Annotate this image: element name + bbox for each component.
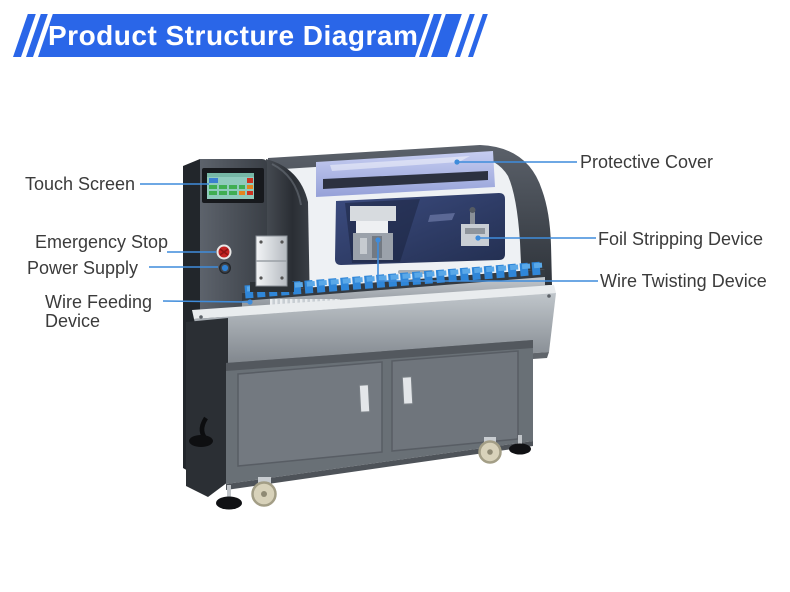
caster-wheel bbox=[251, 477, 277, 507]
label-power-supply: Power Supply bbox=[27, 258, 139, 278]
leveling-foot bbox=[216, 496, 242, 510]
caster-wheel bbox=[478, 437, 502, 464]
label-wire-twisting: Wire Twisting Device bbox=[600, 271, 767, 291]
foil-stripping-device-part bbox=[461, 207, 489, 246]
label-protective-cover: Protective Cover bbox=[580, 152, 714, 172]
wire-twisting-device-part bbox=[350, 206, 396, 260]
inner-mechanism-window bbox=[335, 193, 505, 265]
cabinet bbox=[226, 340, 533, 490]
cabinet-door-left[interactable] bbox=[237, 361, 383, 467]
door-handle[interactable] bbox=[358, 376, 414, 413]
label-wire-feeding: Wire Feeding Device bbox=[45, 292, 153, 331]
casters-and-feet bbox=[216, 435, 531, 510]
page-title: Product Structure Diagram bbox=[48, 20, 419, 51]
wire-feeding-device-part bbox=[250, 235, 294, 292]
leader-lines bbox=[140, 159, 598, 305]
touch-screen-part bbox=[202, 168, 264, 203]
leader-wire-feeding bbox=[162, 300, 251, 303]
protective-cover-window bbox=[316, 151, 495, 197]
leveling-foot bbox=[509, 443, 531, 455]
label-foil-stripping: Foil Stripping Device bbox=[598, 229, 764, 249]
label-touch-screen: Touch Screen bbox=[25, 174, 136, 194]
emergency-stop-button[interactable] bbox=[216, 244, 232, 260]
left-base-column bbox=[186, 318, 228, 497]
wire-clamps bbox=[244, 261, 544, 299]
power-supply-button[interactable] bbox=[219, 262, 231, 274]
label-emergency-stop: Emergency Stop bbox=[35, 232, 169, 252]
leader-wire-twisting bbox=[377, 240, 598, 282]
